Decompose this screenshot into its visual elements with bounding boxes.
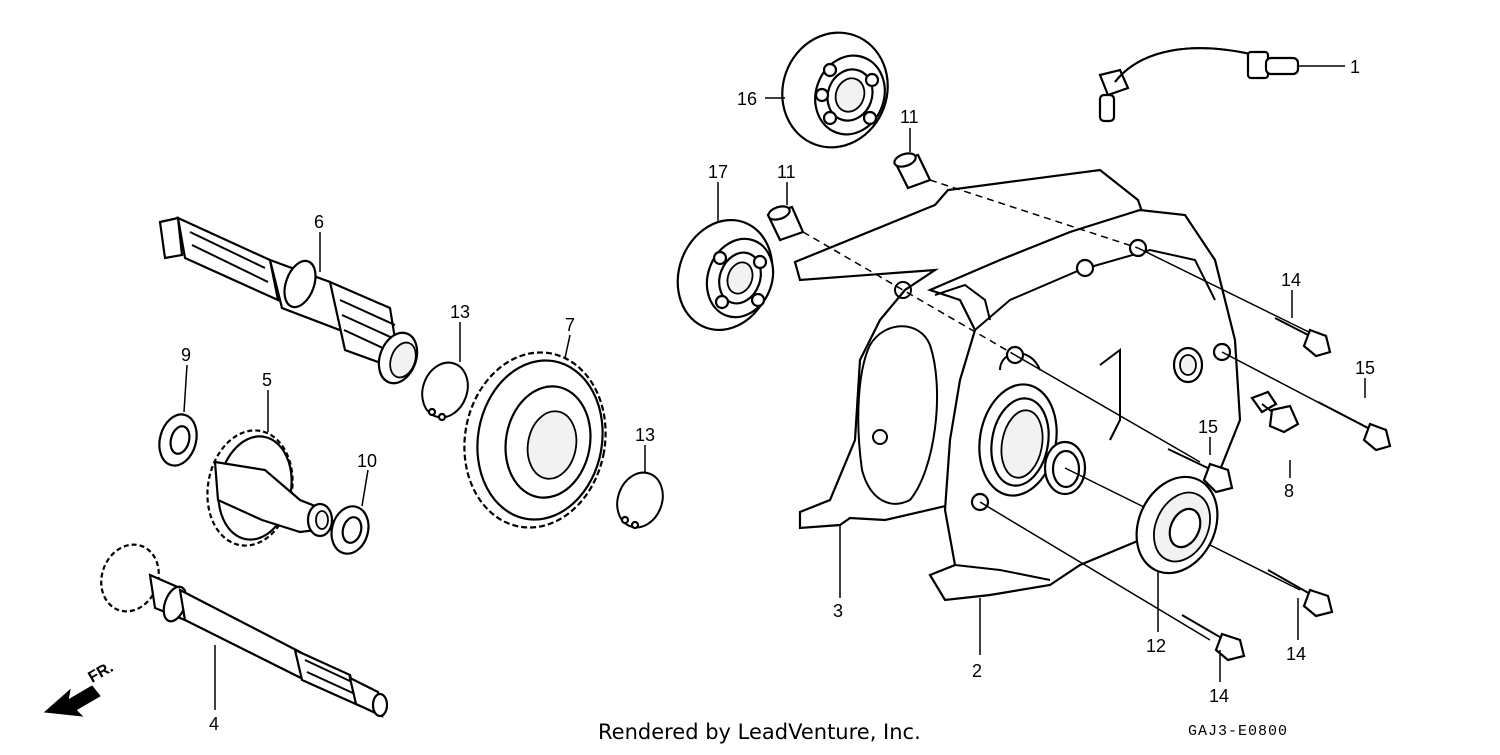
callout-16: 16 — [737, 89, 757, 109]
part-1-breather-tube — [1098, 47, 1300, 123]
callout-14-right: 14 — [1286, 644, 1306, 664]
callout-14-bottom: 14 — [1209, 686, 1229, 706]
part-14-bolt-lower-right — [1267, 569, 1334, 618]
callout-8: 8 — [1284, 481, 1294, 501]
diagram-code: GAJ3-E0800 — [1188, 723, 1288, 740]
front-direction-arrow: FR. — [43, 659, 117, 717]
callout-10: 10 — [357, 451, 377, 471]
callout-5: 5 — [262, 370, 272, 390]
callout-3: 3 — [833, 601, 843, 621]
callout-11-lower: 11 — [777, 162, 796, 182]
part-8-bolt — [1250, 390, 1300, 434]
part-13-circlip-lower — [616, 471, 664, 530]
callout-13-upper: 13 — [450, 302, 470, 322]
part-7-gear — [463, 351, 607, 529]
part-6-shaft — [158, 216, 419, 385]
callout-15-center: 15 — [1198, 417, 1218, 437]
callout-2: 2 — [972, 661, 982, 681]
part-15-bolt-right — [1317, 401, 1392, 452]
part-13-circlip-upper — [421, 361, 469, 422]
front-marker-label: FR. — [86, 659, 117, 687]
alignment-lines — [802, 179, 1376, 641]
callout-labels: 1 2 3 4 5 6 7 8 9 10 11 11 12 13 13 14 1… — [181, 57, 1375, 734]
part-14-bolt-bottom — [1181, 614, 1246, 662]
part-10-washer — [330, 505, 370, 555]
callout-12: 12 — [1146, 636, 1166, 656]
part-5-gear — [206, 429, 334, 547]
callout-9: 9 — [181, 345, 191, 365]
callout-13-lower: 13 — [635, 425, 655, 445]
part-12-oil-seal — [1135, 475, 1219, 575]
callout-15-right: 15 — [1355, 358, 1375, 378]
callout-17: 17 — [708, 162, 728, 182]
callout-11-upper: 11 — [900, 107, 919, 127]
leader-lines — [183, 65, 1366, 710]
part-9-washer — [158, 413, 198, 467]
callout-4: 4 — [209, 714, 219, 734]
callout-7: 7 — [565, 315, 575, 335]
callout-1: 1 — [1350, 57, 1360, 77]
part-16-bearing — [781, 31, 889, 149]
part-14-bolt-upper — [1274, 317, 1332, 358]
callout-6: 6 — [314, 212, 324, 232]
part-17-bearing — [676, 218, 775, 332]
part-11-dowel-pin-lower — [766, 205, 805, 242]
part-11-dowel-pin-upper — [893, 152, 932, 190]
part-15-bolt-center — [1167, 448, 1234, 494]
part-4-shaft — [100, 543, 389, 718]
footer-credit: Rendered by LeadVenture, Inc. — [598, 720, 921, 744]
callout-14-upper: 14 — [1281, 270, 1301, 290]
